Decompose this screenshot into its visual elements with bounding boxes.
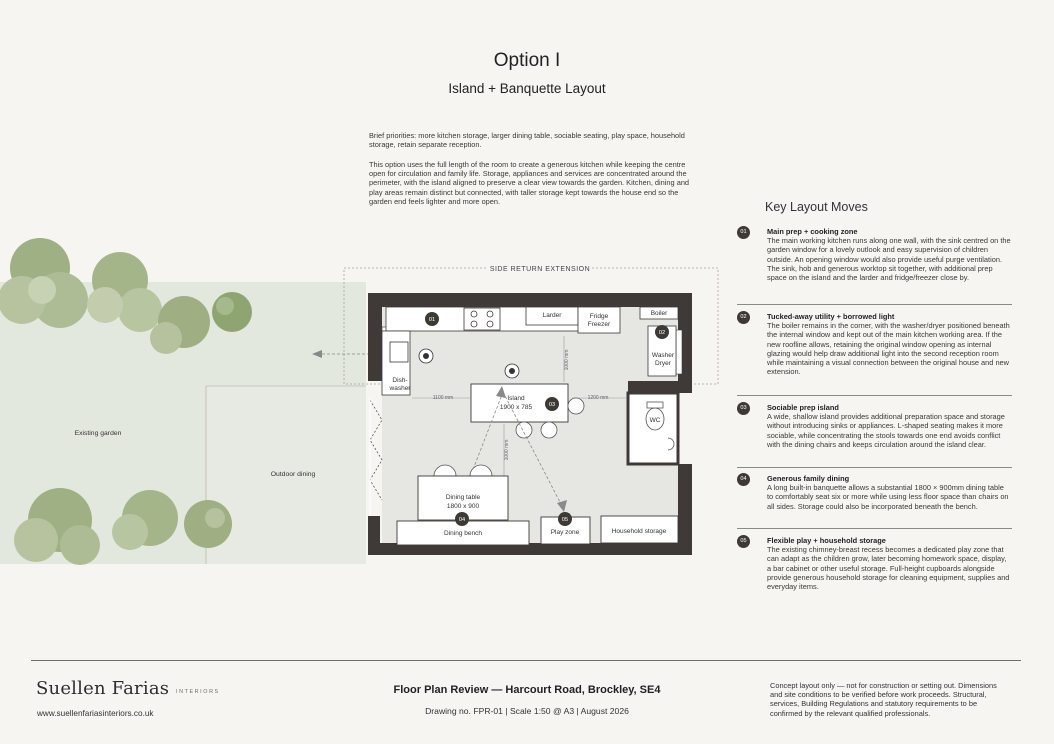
key-move-title: Tucked-away utility + borrowed light [767,312,895,321]
key-move-title: Flexible play + household storage [767,536,886,545]
marker-05: 05 [558,512,572,526]
tree-icon [14,488,100,565]
tree-icon [184,500,232,548]
floor-plan: SIDE RETURN EXTENSION Existing garden Ou… [0,238,719,565]
household-storage-unit [600,515,679,544]
marker-04: 04 [455,512,469,526]
internal-window [675,329,683,375]
brand-logo: Suellen Farias [36,678,170,699]
wall [368,293,692,555]
marker-01: 01 [425,312,439,326]
basin-icon [667,437,675,451]
dining-table-size: 1800 x 900 [447,503,480,510]
page-title: Option I [493,50,561,71]
footer-divider [31,660,1021,661]
dining-table-label: Dining table [446,494,481,501]
island-label: Island [507,395,525,402]
wc-label: WC [650,417,661,424]
brief-description: This option uses the full length of the … [369,160,690,206]
drawing-info: Drawing no. FPR-01 | Scale 1:50 @ A3 | A… [425,706,629,716]
disclaimer: Concept layout only — not for constructi… [770,681,997,718]
marker-badge: 04 [737,473,750,486]
dining-chair-icon [433,464,493,477]
existing-garden-label: Existing garden [75,430,122,437]
tree-icon [112,490,178,550]
dining-bench-label: Dining bench [444,530,482,537]
svg-text:03: 03 [549,402,555,408]
svg-text:04: 04 [459,517,465,523]
key-move-title: Generous family dining [767,474,850,483]
fridge-freezer-unit [577,306,621,334]
brand-logo-sub: INTERIORS [176,689,220,695]
key-move-text: The boiler remains in the corner, with t… [767,321,1010,377]
svg-text:02: 02 [659,330,665,336]
freezer-label: Freezer [588,321,611,328]
boiler-label: Boiler [651,310,668,317]
marker-badge: 03 [737,402,750,415]
boiler-unit [639,306,679,320]
outdoor-dining-label: Outdoor dining [271,471,316,478]
tree-icon [212,292,252,332]
key-move-title: Main prep + cooking zone [767,227,858,236]
fridge-label: Fridge [590,313,609,320]
brief-priorities: Brief priorities: more kitchen storage, … [369,131,685,150]
marker-03: 03 [545,397,559,411]
stool-icon [515,397,585,439]
marker-badge: 01 [737,226,750,239]
key-moves-heading: Key Layout Moves [765,200,868,214]
outdoor-dining-area [206,386,366,564]
household-storage-label: Household storage [612,528,667,535]
washer-label: Washer [652,352,675,359]
svg-text:05: 05 [562,517,568,523]
larder-label: Larder [543,312,563,319]
divider [737,528,1012,529]
marker-badge: 05 [737,535,750,548]
dim-1200: 1200 mm [588,395,609,401]
key-move-text: The main working kitchen runs along one … [767,236,1011,283]
project-title: Floor Plan Review — Harcourt Road, Brock… [393,684,661,696]
divider [737,304,1012,305]
dim-1000-upper: 1000 mm [564,350,570,371]
dryer-label: Dryer [655,360,672,367]
hob-icon [463,307,501,331]
tree-icon [0,238,88,328]
dim-1100: 1100 mm [433,395,453,401]
divider [737,467,1012,468]
tree-icon [87,252,162,332]
page-subtitle: Island + Banquette Layout [448,81,606,96]
circulation-lines [461,391,563,507]
website-link[interactable]: www.suellenfariasinteriors.co.uk [37,709,154,718]
tree-icon [150,296,210,354]
key-move-text: The existing chimney-breast recess becom… [767,545,1010,592]
bifold-doors [369,399,383,501]
side-return-label: SIDE RETURN EXTENSION [490,266,590,273]
key-move-text: A wide, shallow island provides addition… [767,412,1005,449]
marker-badge: 02 [737,311,750,324]
sink-icon [389,341,409,363]
key-move-title: Sociable prep island [767,403,839,412]
marker-02: 02 [655,325,669,339]
dishwasher-label-2: washer [389,385,412,392]
person-icon [418,348,434,364]
key-move-text: A long built-in banquette allows a subst… [767,483,1009,511]
dishwasher-label-1: Dish- [392,377,407,384]
play-zone-label: Play zone [551,529,580,536]
person-icon [504,363,520,379]
dim-1000-lower: 1000 mm [504,440,510,461]
island-size: 1900 x 785 [500,404,533,411]
svg-text:01: 01 [429,317,435,323]
divider [737,395,1012,396]
